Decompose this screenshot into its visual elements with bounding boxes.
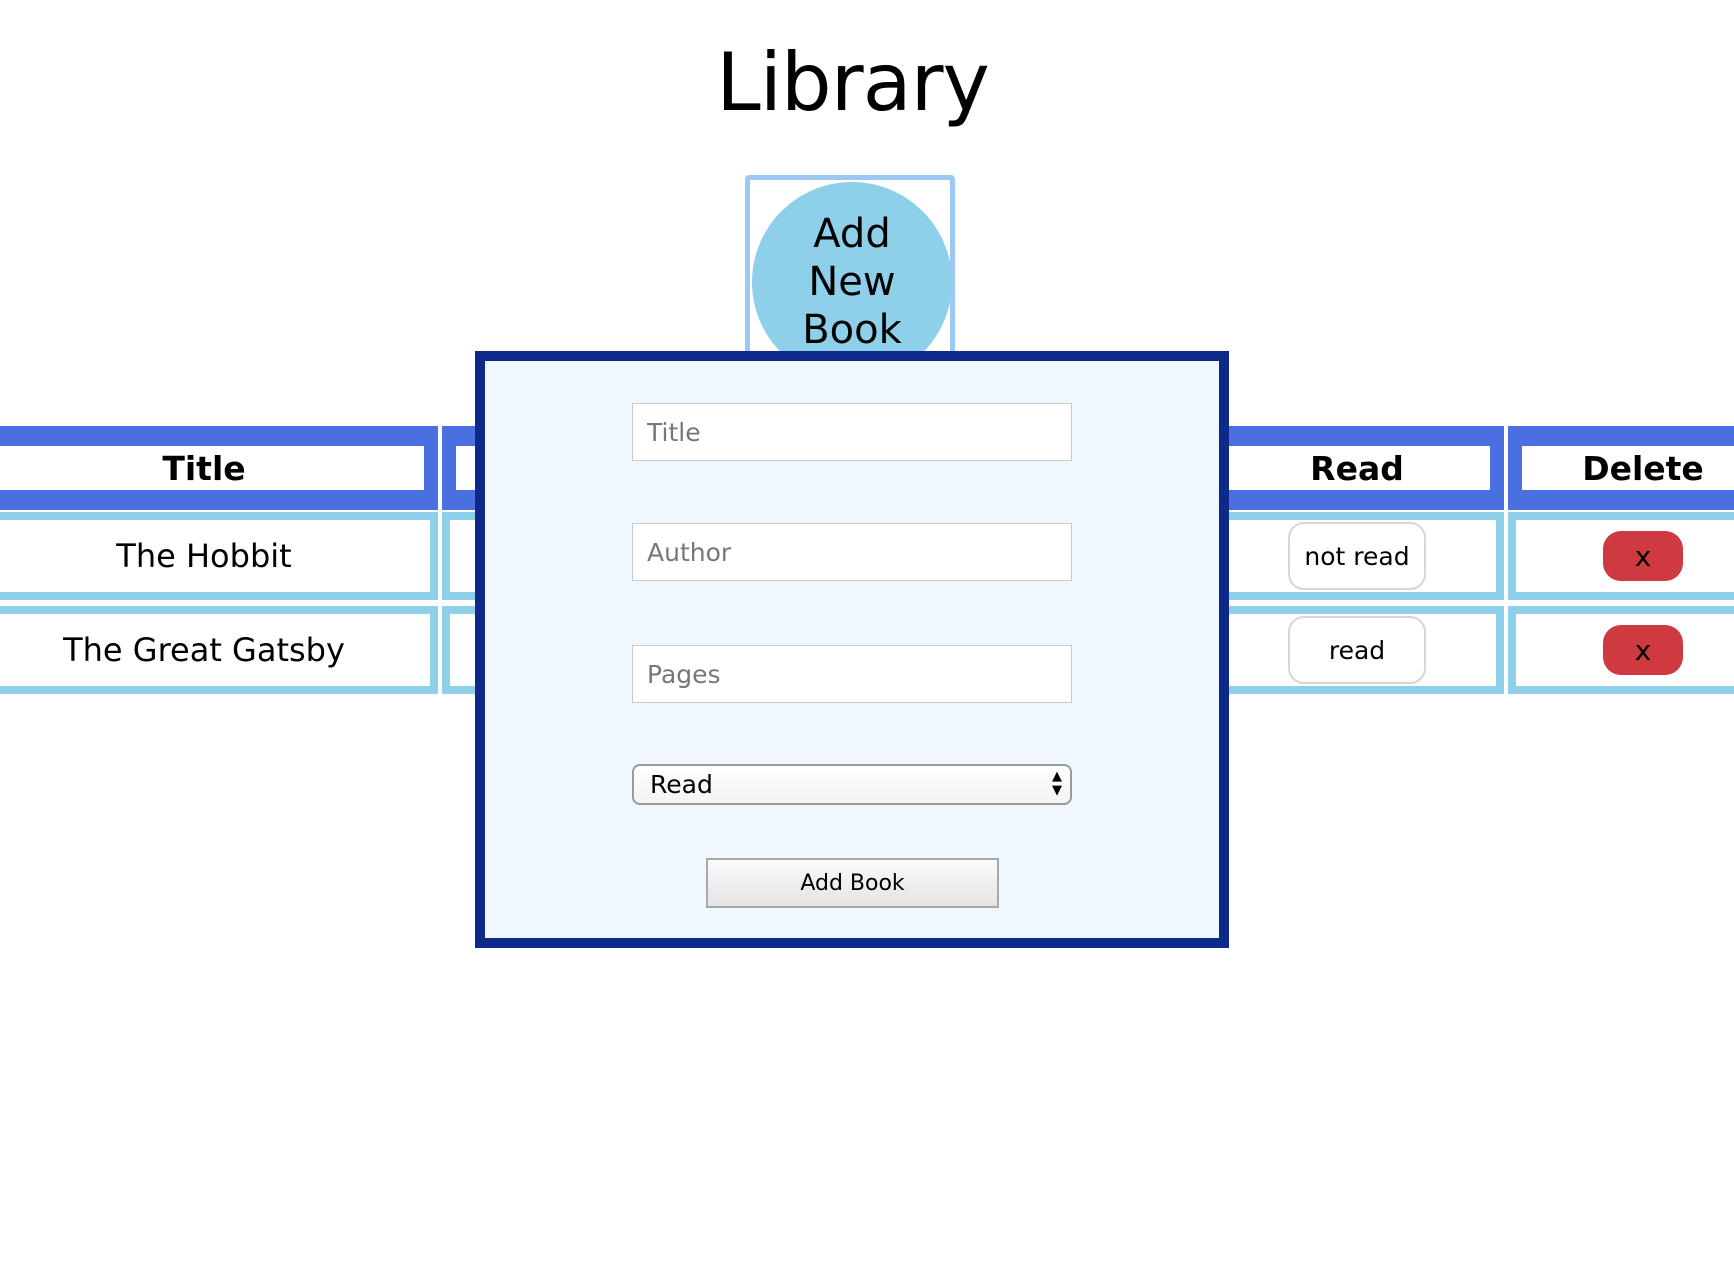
read-status-select-value: Read [650, 770, 713, 799]
add-new-book-button[interactable]: Add New Book [752, 182, 952, 382]
cell-read: read [1210, 606, 1504, 694]
add-book-modal: Read ▲▼ Add Book [475, 351, 1229, 948]
read-status-select[interactable]: Read ▲▼ [632, 764, 1072, 805]
cell-read: not read [1210, 512, 1504, 600]
header-read: Read [1210, 426, 1504, 510]
title-input[interactable] [632, 403, 1072, 461]
pages-input[interactable] [632, 645, 1072, 703]
book-title: The Hobbit [116, 537, 292, 575]
header-title: Title [0, 426, 438, 510]
read-toggle-button[interactable]: read [1288, 616, 1426, 684]
cell-delete: x [1508, 512, 1734, 600]
header-delete-label: Delete [1582, 448, 1704, 488]
delete-button[interactable]: x [1603, 625, 1683, 675]
book-title: The Great Gatsby [63, 631, 345, 669]
add-book-submit-button[interactable]: Add Book [706, 858, 999, 908]
cell-title: The Hobbit [0, 512, 438, 600]
header-read-label: Read [1310, 448, 1404, 488]
read-toggle-button[interactable]: not read [1288, 522, 1426, 590]
author-input[interactable] [632, 523, 1072, 581]
up-down-arrows-icon: ▲▼ [1052, 769, 1062, 798]
header-title-label: Title [162, 448, 246, 488]
page-title: Library [716, 36, 990, 129]
cell-title: The Great Gatsby [0, 606, 438, 694]
cell-delete: x [1508, 606, 1734, 694]
delete-button[interactable]: x [1603, 531, 1683, 581]
header-delete: Delete [1508, 426, 1734, 510]
